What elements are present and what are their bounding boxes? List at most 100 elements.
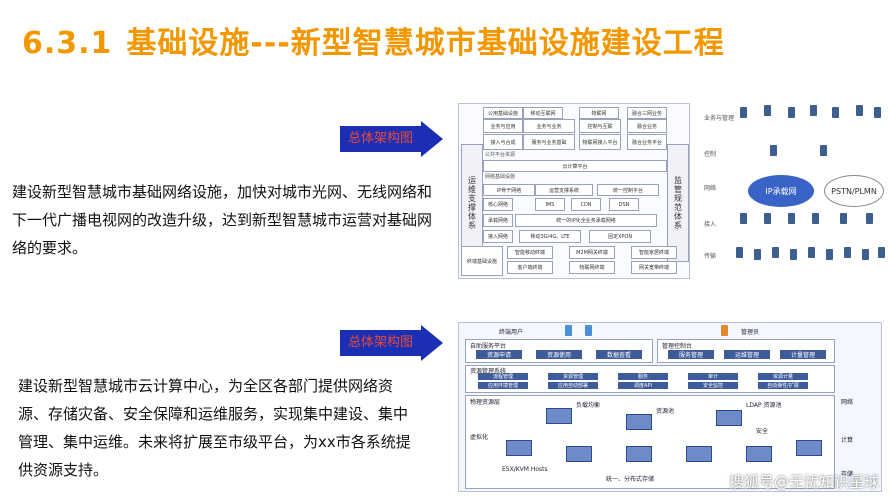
terminal-icon (878, 247, 885, 258)
title-text: 基础设施---新型智慧城市基础设施建设工程 (126, 26, 725, 61)
router-icon (788, 213, 795, 224)
page-title: 6.3.1 基础设施---新型智慧城市基础设施建设工程 (22, 18, 725, 62)
section-number: 6.3.1 (22, 26, 113, 61)
switch-icon (770, 145, 777, 156)
terminal-cell: 智能家居终端 (631, 246, 677, 259)
architecture-badge-1: 总体架构图 (340, 121, 444, 157)
resource-item: 流程管理 (478, 373, 528, 380)
router-icon (812, 213, 819, 224)
top-cell: 物联网 (579, 107, 619, 119)
watermark-text: 搜狐号@无忧知识星球 (728, 473, 879, 491)
row2-cell: 控制与互联 (579, 119, 621, 133)
switch-icon (820, 145, 827, 156)
server-icon (566, 446, 592, 462)
resource-item: 安全监控 (688, 382, 738, 389)
paragraph-cloud: 建设新型智慧城市云计算中心，为全区各部门提供网络资源、存储灾备、安全保障和运维服… (18, 377, 411, 479)
physical-layer-box: 物理资源层 负载均衡 资源池 LDAP 资源池 虚拟化 安全 ESX/KVM H… (465, 395, 835, 489)
terminal-cell: 网关宽带终端 (631, 261, 677, 274)
server-icon (810, 105, 817, 116)
side-label: 存储 (841, 471, 854, 478)
paragraph-network: 建设新型智慧城市基础网络设施，加快对城市光网、无线网络和下一代广播电视网的改造升… (12, 183, 433, 257)
arrow-right-icon (421, 121, 444, 157)
side-label: 网络 (841, 399, 854, 406)
row-label: 传输 (704, 253, 717, 260)
cloud-item: 负载均衡 (576, 402, 601, 409)
user-icon (585, 325, 592, 336)
end-user-label: 终端用户 (499, 329, 524, 336)
ip-row-cell: IP骨干网络 (483, 184, 535, 196)
server-icon (686, 446, 712, 462)
watermark: 搜狐号@无忧知识星球 (729, 471, 879, 492)
server-icon (626, 446, 652, 462)
admin-icon (721, 325, 728, 336)
storage-label: 统一、分布式存储 (606, 476, 655, 483)
terminal-cell: 客户端终端 (507, 261, 553, 274)
self-service-label: 自助服务平台 (470, 343, 507, 350)
terminal-cell: 智能移动终端 (507, 246, 553, 259)
server-icon (740, 107, 747, 118)
mgmt-console-label: 管理控制台 (662, 343, 693, 350)
terminal-icon (826, 249, 833, 260)
row3-cell: 接入与合成 (483, 134, 523, 150)
mgmt-item: 运维管理 (724, 350, 770, 359)
access-item: 移动3G/4G、LTE (519, 230, 581, 243)
row-label: 接入 (704, 221, 717, 228)
security-label: 安全 (756, 428, 769, 435)
self-service-item: 资源使用 (536, 350, 582, 359)
side-label: 计算 (841, 437, 854, 444)
server-icon (874, 107, 881, 118)
server-icon (626, 414, 652, 430)
hosts-label: ESX/KVM Hosts (502, 466, 548, 473)
ops-support-bar: 运维支撑体系 (461, 144, 483, 262)
mgmt-item: 服务管理 (668, 350, 714, 359)
cloud-item: 资源池 (656, 408, 675, 415)
access-item: 固定XPON (589, 230, 651, 243)
resource-item: 应用环境管理 (478, 382, 528, 389)
network-infra-label: 网络基础设施 (485, 174, 516, 180)
bearer-label: 承载网络 (483, 214, 513, 227)
terminal-icon (790, 249, 797, 260)
row3-cell: 融合业务平台 (627, 134, 667, 150)
server-icon (716, 410, 742, 426)
cloud-platform: 云计算平台 (483, 160, 667, 172)
server-icon (788, 107, 795, 118)
resource-item: 调度API (618, 382, 668, 389)
terminal-icon (772, 247, 779, 258)
mgmt-item: 计量管理 (780, 350, 826, 359)
resource-mgmt-box: 资源管理系统 流程管理 资源管理 服务 审计 资源计量 应用环境管理 应用自动部… (465, 365, 835, 393)
mgmt-console-box: 管理控制台 服务管理 运维管理 计量管理 (657, 339, 835, 363)
router-icon (840, 213, 847, 224)
terminal-icon (808, 247, 815, 258)
ip-row-cell: 统一控制平台 (597, 184, 659, 196)
row2-cell: 业务与应用 (483, 119, 523, 133)
terminal-cell: M2M网关终端 (569, 246, 615, 259)
row-label: 控制 (704, 151, 717, 158)
core-item: DSN (609, 198, 639, 211)
row2-cell: 业务与业务 (523, 119, 575, 133)
resource-item: 自动弹性/扩展 (758, 382, 808, 389)
server-icon (832, 107, 839, 118)
core-item: IMS (535, 198, 565, 211)
ip-row-cell: 运营支撑系统 (535, 184, 593, 196)
user-icon (565, 325, 572, 336)
row-label: 业务与管理 (704, 115, 735, 122)
virtualization-label: 虚拟化 (470, 434, 489, 441)
ip-network-cloud: IP承载网 (748, 175, 814, 207)
top-cell: 融合三网业务 (627, 107, 667, 119)
server-icon (746, 446, 772, 462)
badge-label: 总体架构图 (340, 330, 422, 356)
router-icon (740, 213, 747, 224)
self-service-box: 自助服务平台 资源申请 资源使用 数据查看 (465, 339, 653, 363)
network-architecture-diagram: 运维支撑体系 监管规范体系 公用基础设施 移动互联网 物联网 融合三网业务 业务… (458, 103, 690, 279)
architecture-badge-2: 总体架构图 (340, 325, 444, 361)
resource-item: 资源计量 (758, 373, 808, 380)
network-topology-diagram: 业务与管理 控制 网络 接入 传输 IP承载网 PSTN/PLMN (700, 101, 886, 279)
regulation-bar: 监管规范体系 (667, 144, 689, 262)
router-icon (866, 213, 873, 224)
badge-label: 总体架构图 (340, 126, 422, 152)
pstn-cloud: PSTN/PLMN (824, 175, 884, 207)
cloud-center-diagram: 终端用户 管理员 自助服务平台 资源申请 资源使用 数据查看 管理控制台 服务管… (458, 322, 882, 492)
access-label: 接入网络 (483, 230, 513, 243)
terminal-icon (844, 247, 851, 258)
row3-cell: 物联网接入平台 (579, 134, 621, 150)
